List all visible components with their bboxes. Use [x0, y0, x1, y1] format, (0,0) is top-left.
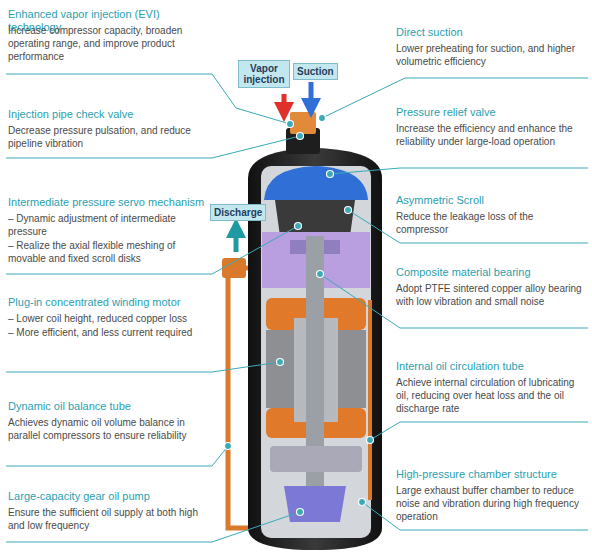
gear-oil-pump: [284, 486, 346, 522]
callout-heading: Injection pipe check valve: [8, 108, 212, 121]
callout-heading: Pressure relief valve: [396, 106, 588, 119]
callout-text: Achieve internal circulation of lubricat…: [396, 376, 588, 415]
compressor-shell: [248, 148, 382, 550]
callout-text: Large exhaust buffer chamber to reduce n…: [396, 484, 588, 523]
callout-text: Achieves dynamic oil volume balance in p…: [8, 416, 212, 442]
flow-tag: Suction: [293, 63, 338, 80]
callout-heading: Plug-in concentrated winding motor: [8, 296, 212, 309]
callout-heading: Intermediate pressure servo mechanism: [8, 196, 212, 209]
callout-text: Adopt PTFE sintered copper alloy bearing…: [396, 282, 588, 308]
injection-arrow: [282, 94, 287, 112]
callout-heading: Composite material bearing: [396, 266, 588, 279]
callout-text: Lower preheating for suction, and higher…: [396, 42, 588, 68]
flow-tag: Discharge: [210, 204, 266, 221]
callout-heading: Asymmetric Scroll: [396, 194, 588, 207]
callout-text: Ensure the sufficient oil supply at both…: [8, 506, 212, 532]
tag-label: Suction: [297, 66, 334, 77]
callout-text: – Realize the axial flexible meshing of …: [8, 239, 212, 265]
leader-dots: [225, 115, 374, 516]
callout-text: – Lower coil height, reduced copper loss: [8, 312, 212, 325]
callout-text: – More efficient, and less current requi…: [8, 326, 212, 339]
scroll-cover: [264, 166, 368, 200]
flow-tag: Vapor injection: [238, 60, 290, 88]
leader-lines: [6, 74, 588, 542]
callout-heading: Large-capacity gear oil pump: [8, 490, 212, 503]
callout-text: Increase compressor capacity, broaden op…: [8, 24, 212, 63]
tag-label: Vapor injection: [242, 63, 286, 85]
callout-heading: Direct suction: [396, 26, 588, 39]
discharge-arrow: [234, 228, 239, 252]
tag-label: Discharge: [214, 207, 262, 218]
callout-heading: High-pressure chamber structure: [396, 468, 588, 481]
callout-text: Reduce the leakage loss of the compresso…: [396, 210, 588, 236]
callout-heading: Dynamic oil balance tube: [8, 400, 212, 413]
callout-text: Decrease pressure pulsation, and reduce …: [8, 124, 212, 150]
fixed-scroll: [275, 200, 355, 236]
discharge-fitting: [222, 258, 246, 278]
cutaway-interior: [261, 166, 371, 538]
callout-text: – Dynamic adjustment of intermediate pre…: [8, 212, 212, 238]
callout-text: Increase the efficiency and enhance the …: [396, 122, 588, 148]
internal-oil-tube: [368, 300, 372, 500]
suction-arrow: [309, 82, 314, 108]
lower-frame: [270, 446, 362, 472]
callout-heading: Internal oil circulation tube: [396, 360, 588, 373]
